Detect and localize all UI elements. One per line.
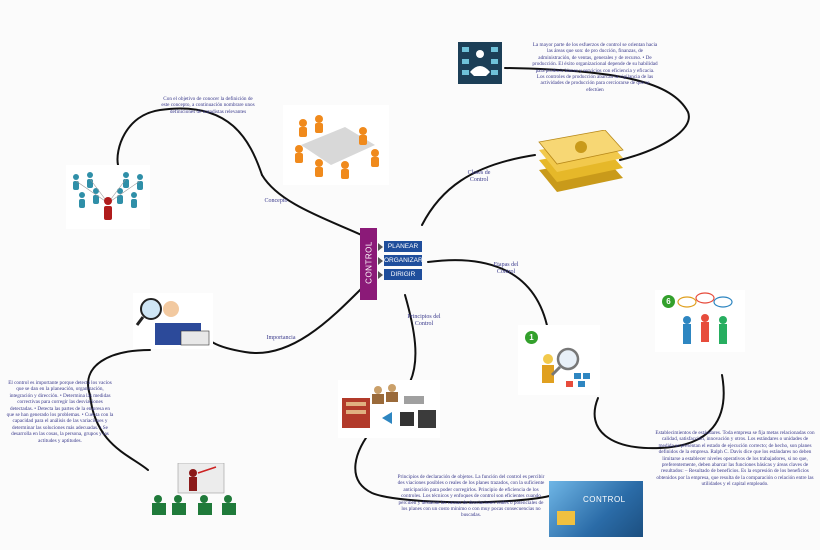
- org-chart-icon: [66, 165, 150, 229]
- slide-background: [549, 481, 643, 537]
- branch-label-clases[interactable]: Clases de Control: [467, 170, 491, 183]
- note-etapas: Establecimientos de estándares. Toda emp…: [655, 430, 815, 488]
- slide-image: [557, 511, 575, 525]
- inspector-icon: [133, 293, 213, 349]
- magnifier-person-icon: [518, 325, 600, 395]
- note-principios: Principios de declaración de objetos. La…: [397, 474, 545, 519]
- badge-one: 1: [525, 331, 538, 344]
- speech-people-icon: [655, 290, 745, 352]
- note-importancia: El control es importante porque detecta …: [6, 380, 114, 444]
- badge-six: 6: [662, 295, 675, 308]
- note-clases: La mayor parte de los esfuerzos de contr…: [532, 42, 658, 93]
- central-title: CONTROL: [364, 241, 374, 284]
- arrow-icon: [378, 257, 383, 265]
- branch-label-importancia[interactable]: Importancia: [266, 335, 296, 341]
- branch-label-principios[interactable]: Principios del Control: [407, 314, 441, 327]
- branch-label-concepto[interactable]: Concepto: [264, 198, 288, 204]
- money-stack-icon: [538, 130, 624, 192]
- teacher-icon: [152, 463, 236, 515]
- arrow-icon: [378, 271, 383, 279]
- factory-icon: [338, 380, 440, 438]
- meeting-table-icon: [283, 105, 389, 185]
- slide-title: CONTROL: [583, 495, 626, 504]
- central-topic[interactable]: CONTROL PLANEAR ORGANIZAR DIRIGIR: [360, 228, 430, 300]
- step-organizar: ORGANIZAR: [384, 255, 423, 266]
- step-planear: PLANEAR: [384, 241, 422, 252]
- arrow-icon: [378, 243, 383, 251]
- control-bar: [360, 228, 377, 300]
- step-dirigir: DIRIGIR: [384, 269, 422, 280]
- branch-label-etapas[interactable]: Etapas del Control: [493, 262, 519, 275]
- meditation-icon: [458, 42, 502, 84]
- slide-thumbnail-icon: CONTROL: [549, 481, 643, 537]
- note-concepto: Con el objetivo de conocer la definición…: [161, 96, 255, 115]
